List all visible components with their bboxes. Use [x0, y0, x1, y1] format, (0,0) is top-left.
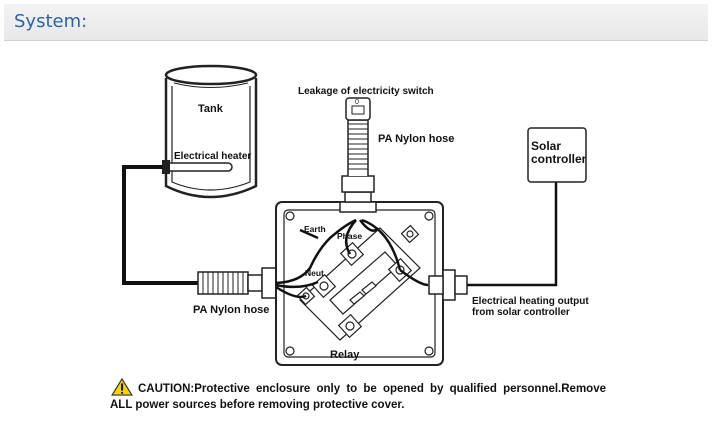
solar-controller [527, 127, 587, 183]
warning-icon [111, 378, 133, 396]
internal-wires [275, 218, 429, 299]
tank [164, 64, 258, 199]
heater-cable [122, 165, 198, 285]
heating-output-label-1: Electrical heating output [472, 296, 589, 307]
top-nylon-hose [339, 119, 377, 213]
svg-text:0: 0 [355, 99, 359, 106]
controller-cable [467, 182, 558, 287]
heating-output-label-2: from solar controller [472, 307, 570, 318]
leakage-switch: 0 [345, 97, 371, 121]
relay-label: Relay [330, 349, 360, 361]
caution-note: CAUTION:Protective enclosure only to be … [110, 378, 606, 413]
electrical-heater [162, 160, 233, 174]
solar-controller-label-2: controller [531, 152, 587, 166]
section-title: System: [14, 11, 88, 32]
caution-text: CAUTION:Protective enclosure only to be … [110, 383, 606, 411]
earth-label: Earth [304, 224, 326, 234]
relay [296, 224, 421, 341]
leakage-switch-label: Leakage of electricity switch [298, 86, 434, 97]
phase-label: Phase [337, 231, 362, 241]
section-header: System: [4, 4, 708, 41]
electrical-heater-label: Electrical heater [174, 151, 251, 162]
left-nylon-hose [197, 267, 277, 299]
left-hose-label: PA Nylon hose [193, 304, 269, 316]
neut-label: Neut [305, 268, 324, 278]
right-gland [428, 269, 468, 301]
tank-label: Tank [198, 103, 224, 115]
top-hose-label: PA Nylon hose [378, 133, 454, 145]
solar-controller-label-1: Solar [531, 139, 561, 153]
